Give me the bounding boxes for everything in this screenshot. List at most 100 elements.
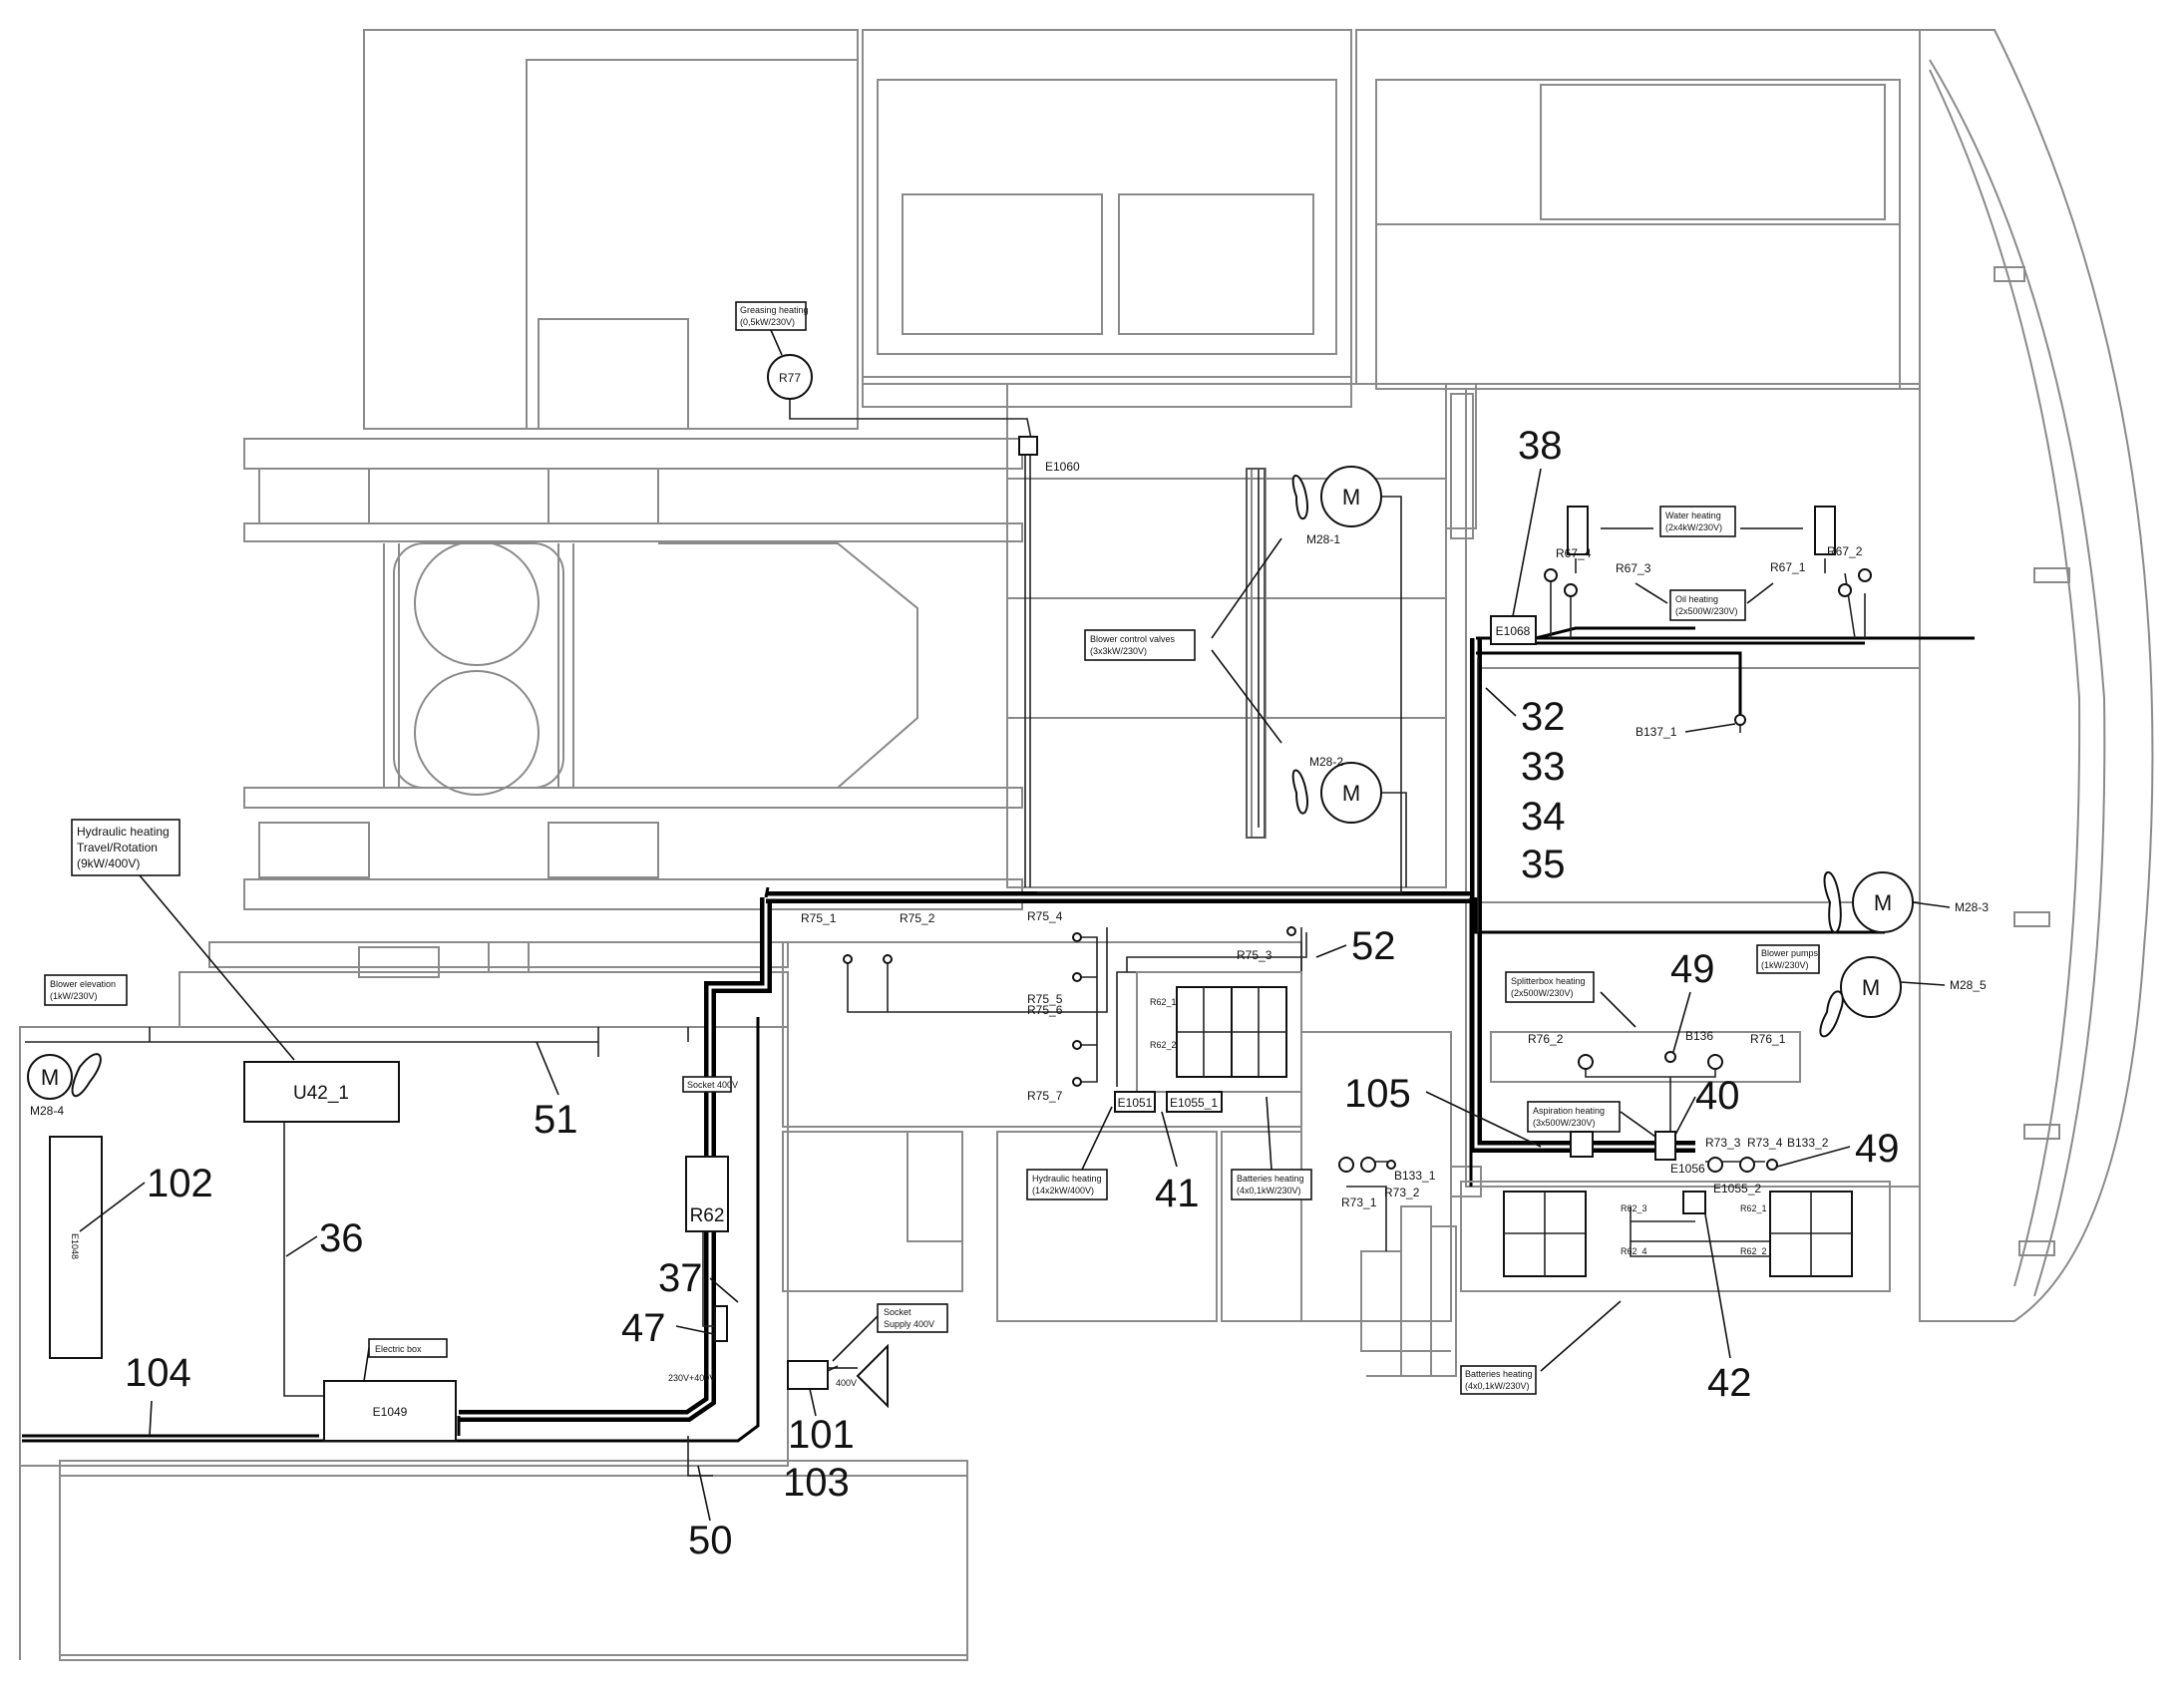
label-socket-400v: Socket 400V [682, 1076, 738, 1093]
svg-text:R67_3: R67_3 [1616, 561, 1651, 575]
svg-text:R75_7: R75_7 [1027, 1089, 1063, 1103]
svg-text:E1051: E1051 [1118, 1096, 1153, 1110]
svg-text:R62_3: R62_3 [1621, 1203, 1647, 1213]
component-e1056: E1056 [1654, 1131, 1705, 1176]
svg-text:R77: R77 [779, 371, 801, 385]
callout-numbers: 38 32 33 34 35 52 49 105 40 49 41 42 51 … [79, 424, 1900, 1562]
svg-text:41: 41 [1155, 1172, 1200, 1215]
sensor-b133-2: B133_2 [1766, 1136, 1829, 1171]
svg-text:49: 49 [1670, 947, 1715, 991]
machine-outline [19, 29, 2154, 1661]
svg-text:(3x500W/230V): (3x500W/230V) [1533, 1118, 1596, 1128]
svg-text:U42_1: U42_1 [293, 1083, 349, 1104]
svg-text:B136: B136 [1685, 1029, 1713, 1043]
heater-r75-4: R75_4 [1027, 909, 1082, 942]
svg-text:R73_4: R73_4 [1747, 1136, 1783, 1150]
svg-text:M: M [1862, 975, 1880, 1000]
svg-text:R62_4: R62_4 [1621, 1246, 1647, 1256]
svg-text:E1068: E1068 [1496, 624, 1531, 638]
svg-text:E1049: E1049 [373, 1405, 408, 1419]
svg-text:M28-3: M28-3 [1955, 900, 1989, 914]
component-r77: R77 [767, 354, 813, 400]
svg-text:Socket: Socket [884, 1307, 911, 1317]
motor-m28-3: M M28-3 [1823, 870, 1989, 933]
svg-text:R62: R62 [690, 1205, 725, 1226]
svg-text:R73_1: R73_1 [1341, 1196, 1377, 1209]
svg-text:R75_6: R75_6 [1027, 1003, 1063, 1017]
label-hydraulic-heating-travel: Hydraulic heating Travel/Rotation (9kW/4… [71, 819, 295, 1061]
svg-text:B133_2: B133_2 [1787, 1136, 1829, 1150]
svg-text:B133_1: B133_1 [1394, 1169, 1436, 1183]
svg-text:Blower elevation: Blower elevation [50, 979, 116, 989]
svg-text:E1056: E1056 [1670, 1162, 1705, 1176]
aspiration-heater [1570, 1131, 1594, 1158]
component-e1055-2: E1055_2 [1682, 1182, 1761, 1214]
heater-r67-1: R67_1 [1770, 560, 1852, 597]
motor-m28-2: M M28-2 [1291, 755, 1382, 824]
socket-supply: 400V [787, 1343, 889, 1409]
label-aspiration-heating: Aspiration heating (3x500W/230V) [1527, 1101, 1656, 1138]
label-hydraulic-heating-14: Hydraulic heating (14x2kW/400V) [1026, 1106, 1113, 1200]
component-u42-1: U42_1 [243, 1061, 400, 1123]
svg-text:47: 47 [621, 1306, 666, 1350]
component-e1049: E1049 [323, 1380, 457, 1442]
svg-text:(9kW/400V): (9kW/400V) [77, 856, 140, 870]
component-e1060: E1060 [1018, 436, 1080, 474]
svg-text:R75_1: R75_1 [801, 911, 837, 925]
svg-text:32: 32 [1521, 695, 1566, 739]
sensor-b133-1: B133_1 [1386, 1160, 1436, 1183]
motor-m28-5: M M28_5 [1819, 956, 1987, 1038]
svg-text:E1060: E1060 [1045, 460, 1080, 474]
svg-text:Splitterbox heating: Splitterbox heating [1511, 976, 1586, 986]
svg-text:R73_3: R73_3 [1705, 1136, 1741, 1150]
svg-text:102: 102 [147, 1162, 213, 1205]
svg-text:42: 42 [1707, 1361, 1752, 1405]
label-splitterbox-heating: Splitterbox heating (2x500W/230V) [1505, 971, 1636, 1028]
motor-m28-1: M M28-1 [1246, 466, 1382, 839]
heater-r75-1: R75_1 [801, 911, 853, 964]
svg-text:M: M [41, 1065, 59, 1090]
motor-m28-4: M M28-4 [27, 1053, 102, 1118]
svg-text:36: 36 [319, 1216, 364, 1260]
svg-text:40: 40 [1695, 1074, 1740, 1118]
svg-text:R62_2: R62_2 [1740, 1246, 1767, 1256]
heater-r73-1: R73_1 [1338, 1157, 1377, 1209]
svg-text:R75_5: R75_5 [1027, 992, 1063, 1006]
svg-text:103: 103 [783, 1461, 850, 1505]
svg-text:34: 34 [1521, 795, 1566, 839]
heater-r76-1: R76_1 [1707, 1032, 1786, 1070]
svg-text:Travel/Rotation: Travel/Rotation [77, 841, 158, 854]
svg-text:104: 104 [125, 1351, 191, 1395]
svg-text:Blower pumps: Blower pumps [1761, 948, 1819, 958]
label-230v-400v: 230V+400V [668, 1373, 715, 1383]
svg-text:(14x2kW/400V): (14x2kW/400V) [1032, 1186, 1094, 1196]
svg-text:R75_2: R75_2 [900, 911, 935, 925]
label-blower-control-valves: Blower control valves (3x3kW/230V) [1084, 537, 1282, 744]
svg-text:R67_4: R67_4 [1556, 546, 1592, 560]
heater-47 [714, 1305, 728, 1342]
svg-text:Water heating: Water heating [1665, 511, 1721, 520]
svg-text:Hydraulic heating: Hydraulic heating [1032, 1174, 1102, 1184]
svg-text:(4x0,1kW/230V): (4x0,1kW/230V) [1465, 1381, 1530, 1391]
svg-text:(1kW/230V): (1kW/230V) [50, 991, 98, 1001]
svg-text:Aspiration heating: Aspiration heating [1533, 1106, 1605, 1116]
svg-text:M: M [1342, 485, 1360, 510]
svg-text:R62_1: R62_1 [1150, 997, 1177, 1007]
svg-text:49: 49 [1855, 1127, 1900, 1171]
heater-r73-4: R73_4 [1739, 1136, 1783, 1173]
component-e1055-1: E1055_1 [1166, 1091, 1223, 1113]
heater-r73-3: R73_3 [1705, 1136, 1741, 1173]
svg-text:35: 35 [1521, 843, 1566, 886]
svg-text:Blower control valves: Blower control valves [1090, 634, 1176, 644]
heater-r75-3: R75_3 [1237, 926, 1296, 962]
label-blower-pumps: Blower pumps (1kW/230V) [1756, 944, 1820, 974]
svg-text:M28_5: M28_5 [1950, 978, 1987, 992]
svg-text:101: 101 [788, 1413, 855, 1457]
svg-text:33: 33 [1521, 745, 1566, 789]
svg-text:(1kW/230V): (1kW/230V) [1761, 960, 1809, 970]
svg-text:M28-2: M28-2 [1309, 755, 1343, 769]
svg-text:R67_1: R67_1 [1770, 560, 1806, 574]
svg-text:400V: 400V [836, 1378, 857, 1388]
label-greasing-heating: Greasing heating (0,5kW/230V) [735, 301, 809, 356]
